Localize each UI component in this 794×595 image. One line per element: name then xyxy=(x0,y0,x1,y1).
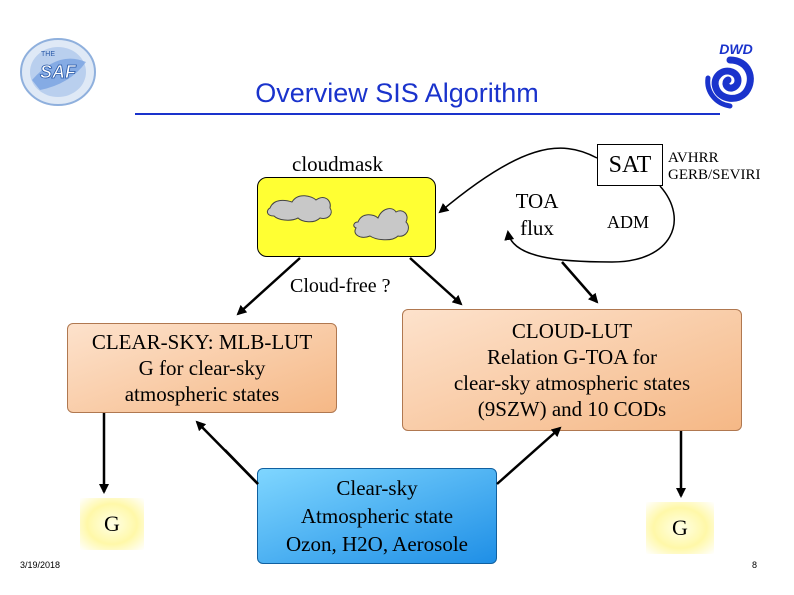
output-g-right: G xyxy=(646,502,714,554)
page-number: 8 xyxy=(752,560,758,570)
sensor-gerb-seviri: GERB/SEVIRI xyxy=(668,167,761,183)
cloud-lut-line-2: Relation G-TOA for xyxy=(487,345,657,369)
arrow-sat-to-toa xyxy=(504,185,675,263)
toa-flux-line-2: flux xyxy=(520,216,554,240)
cloudmask-label: cloudmask xyxy=(292,152,383,176)
cloud-lut-line-1: CLOUD-LUT xyxy=(511,319,633,343)
svg-text:DWD: DWD xyxy=(719,41,752,57)
slide-date: 3/19/2018 xyxy=(20,560,61,570)
slide-title: Overview SIS Algorithm xyxy=(255,78,539,108)
sensor-list: AVHRR GERB/SEVIRI xyxy=(668,150,761,184)
cloud-lut-line-3: clear-sky atmospheric states xyxy=(453,371,691,395)
cloud-lut-line-4: (9SZW) and 10 CODs xyxy=(477,397,667,421)
adm-label: ADM xyxy=(607,212,650,232)
toa-flux-label: TOA flux xyxy=(497,188,577,242)
cloudmask-image xyxy=(257,177,436,257)
atmospheric-state-box: Clear-sky Atmospheric state Ozon, H2O, A… xyxy=(257,468,497,564)
cloud-free-label: Cloud-free ? xyxy=(290,275,391,297)
clear-sky-line-3: atmospheric states xyxy=(124,382,280,406)
dwd-logo: DWD xyxy=(705,41,754,109)
cloud-lut-box: CLOUD-LUT Relation G-TOA for clear-sky a… xyxy=(402,309,742,431)
arrow-cloudmask-to-cloud-lut xyxy=(409,257,463,306)
saf-logo: SAF THE xyxy=(20,38,96,106)
sat-box: SAT xyxy=(597,144,663,186)
atmos-line-3: Ozon, H2O, Aerosole xyxy=(286,532,468,556)
sensor-avhrr: AVHRR xyxy=(668,150,719,166)
arrow-cloudmask-to-clear-sky xyxy=(236,257,301,316)
arrow-toa-to-cloud-lut xyxy=(561,261,599,304)
clear-sky-line-1: CLEAR-SKY: MLB-LUT xyxy=(91,330,313,354)
output-g-left: G xyxy=(80,498,144,550)
svg-text:SAF: SAF xyxy=(40,62,77,82)
atmos-line-1: Clear-sky xyxy=(336,476,418,500)
cloud-shapes xyxy=(266,195,409,241)
clear-sky-lut-box: CLEAR-SKY: MLB-LUT G for clear-sky atmos… xyxy=(67,323,337,413)
svg-text:THE: THE xyxy=(41,51,55,58)
atmos-line-2: Atmospheric state xyxy=(300,504,454,528)
arrow-atmos-to-cloud-lut xyxy=(496,426,562,485)
title-rule xyxy=(135,113,720,115)
toa-flux-line-1: TOA xyxy=(515,189,559,213)
clear-sky-line-2: G for clear-sky xyxy=(138,356,266,380)
arrow-sat-to-cloudmask xyxy=(438,147,598,214)
